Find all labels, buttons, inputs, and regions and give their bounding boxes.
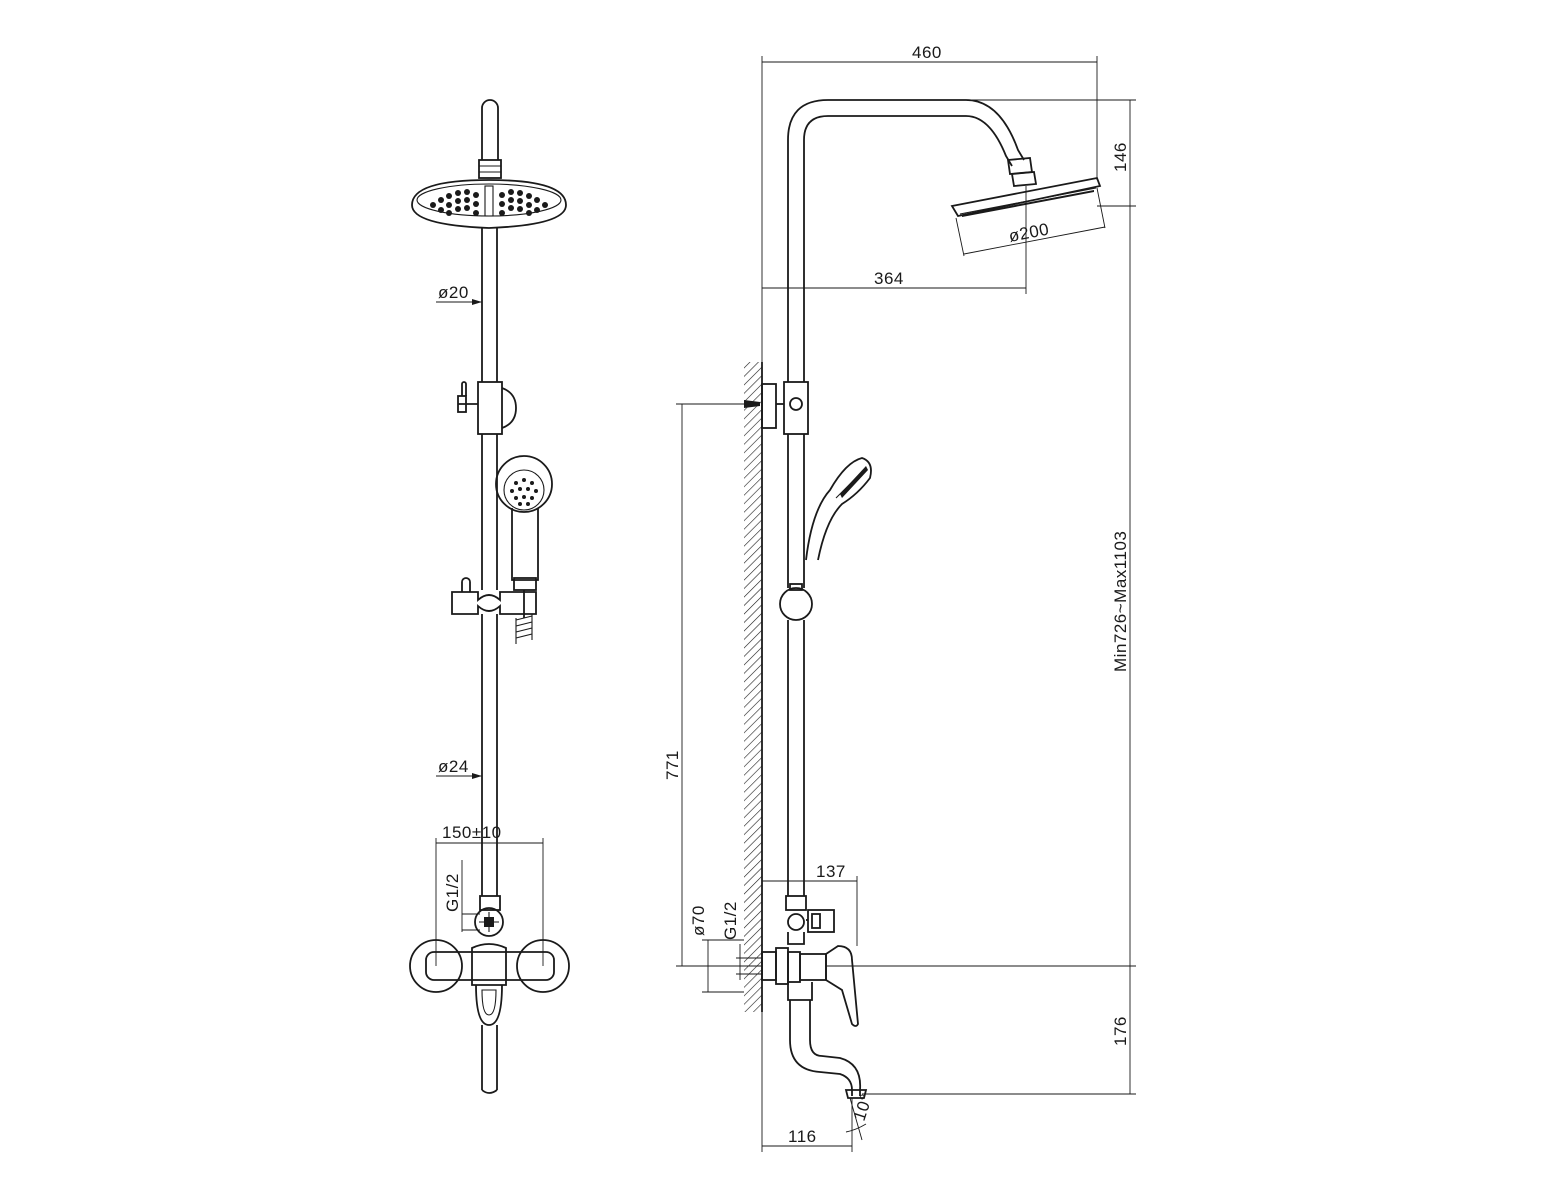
side-inlet-thread-label: G1/2 — [721, 901, 740, 940]
front-mixer — [409, 939, 570, 1026]
front-dim-stem-diameter: ø20 — [436, 283, 482, 305]
side-spout-angle-label: 10° — [850, 1091, 876, 1123]
side-dim-inlet-thread: G1/2 — [721, 901, 762, 980]
side-adjust-range-label: Min726~Max1103 — [1111, 531, 1130, 672]
side-dim-bracket-height: 771 — [663, 403, 762, 967]
side-dim-flange-diameter: ø70 — [689, 905, 744, 993]
side-rain-head — [950, 176, 1102, 218]
side-head-diameter-label: ø200 — [1007, 220, 1051, 246]
side-dim-total-width: 460 — [761, 43, 1098, 362]
side-dim-mixer-depth: 137 — [762, 862, 858, 946]
side-dim-head-diameter: ø200 — [955, 187, 1106, 257]
front-view: ø20 ø24 150±10 G1/2 — [409, 99, 570, 1094]
side-riser-pipe — [787, 99, 1025, 382]
side-dim-head-reach: 364 — [762, 186, 1027, 294]
front-stem-nut — [478, 159, 502, 179]
side-total-width-label: 460 — [912, 43, 942, 62]
front-stem-diameter-label: ø20 — [438, 283, 469, 302]
side-dim-head-height: 146 — [828, 99, 1136, 207]
side-flange-diameter-label: ø70 — [689, 905, 708, 936]
side-hand-shower — [805, 457, 872, 561]
side-dim-adjust-range: Min726~Max1103 — [826, 206, 1136, 967]
front-dim-pipe-diameter: ø24 — [436, 757, 482, 779]
front-inlet-thread-label: G1/2 — [443, 873, 462, 912]
front-wall-bracket — [457, 381, 517, 435]
side-spout — [789, 1000, 868, 1099]
front-rain-head — [411, 179, 567, 229]
front-diverter — [474, 895, 504, 937]
side-dim-spout-angle: 10° — [845, 1091, 876, 1141]
front-dim-inlet-spacing: 150±10 — [435, 823, 544, 966]
side-mixer — [761, 945, 859, 1027]
side-spout-reach-label: 116 — [788, 1127, 817, 1146]
side-diverter — [785, 895, 835, 945]
side-slider-knob — [779, 583, 813, 621]
wall-hatch — [744, 362, 762, 1012]
side-head-reach-label: 364 — [874, 269, 904, 288]
side-dim-spout-drop: 176 — [862, 966, 1136, 1095]
front-top-stem — [481, 99, 499, 160]
side-head-height-label: 146 — [1111, 142, 1130, 172]
front-dim-inlet-thread: G1/2 — [443, 860, 480, 932]
front-slider — [451, 577, 537, 615]
front-pipe-diameter-label: ø24 — [438, 757, 469, 776]
side-view: 460 146 ø200 364 Min726~Max1103 — [663, 43, 1136, 1152]
front-inlet-spacing-label: 150±10 — [442, 823, 502, 842]
side-wall-bracket — [744, 381, 809, 435]
front-hand-shower — [495, 455, 553, 644]
side-bracket-height-label: 771 — [663, 750, 682, 780]
side-dim-spout-reach: 116 — [761, 1012, 853, 1152]
side-mixer-depth-label: 137 — [816, 862, 846, 881]
side-spout-drop-label: 176 — [1111, 1016, 1130, 1046]
